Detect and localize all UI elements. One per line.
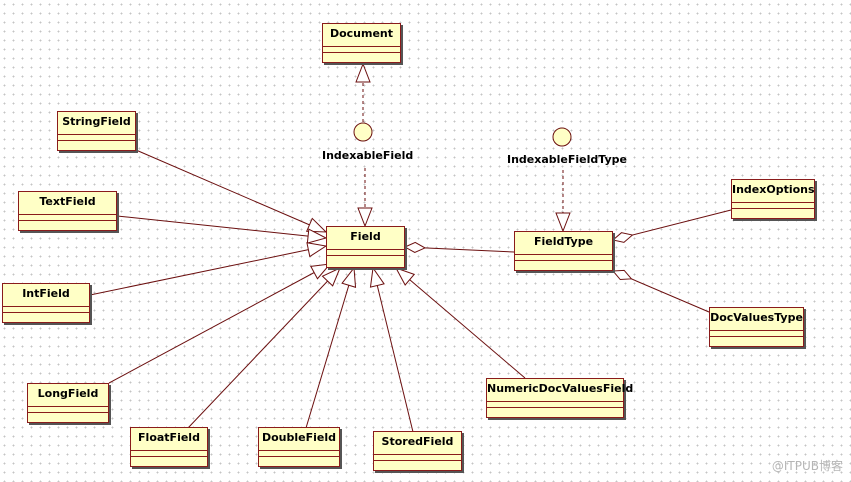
operations-compartment (710, 337, 803, 342)
indexablefieldtype-label: IndexableFieldType (507, 153, 627, 166)
attributes-compartment (487, 402, 623, 408)
indexablefield-label: IndexableField (322, 149, 414, 162)
watermark: @ITPUB博客 (771, 459, 843, 473)
class-name: Field (327, 227, 404, 250)
operations-compartment (131, 457, 207, 462)
operations-compartment (374, 461, 461, 466)
class-document[interactable]: Document (322, 23, 401, 63)
class-name: FieldType (515, 232, 612, 255)
operations-compartment (515, 261, 612, 266)
attributes-compartment (732, 203, 814, 209)
edge-stringfield-field (135, 149, 326, 232)
attributes-compartment (131, 451, 207, 457)
attributes-compartment (3, 307, 89, 313)
edge-fieldtype-docvaluestype (613, 271, 710, 313)
attributes-compartment (515, 255, 612, 261)
operations-compartment (487, 408, 623, 413)
edge-textfield-field (116, 215, 326, 238)
class-name: StringField (58, 112, 135, 135)
operations-compartment (732, 209, 814, 214)
class-name: DoubleField (259, 428, 339, 451)
attributes-compartment (28, 407, 108, 413)
attributes-compartment (259, 451, 339, 457)
class-name: FloatField (131, 428, 207, 451)
attributes-compartment (374, 455, 461, 461)
operations-compartment (28, 413, 108, 418)
class-name: LongField (28, 384, 108, 407)
edge-longfield-field (108, 264, 330, 384)
class-floatfield[interactable]: FloatField (130, 427, 208, 467)
edge-numericdocvaluesfield-field (396, 268, 526, 379)
operations-compartment (19, 221, 116, 226)
operations-compartment (259, 457, 339, 462)
class-name: IndexOptions (732, 180, 815, 203)
class-indexoptions[interactable]: IndexOptions (731, 179, 815, 219)
class-name: TextField (19, 192, 116, 215)
class-name: StoredField (374, 432, 461, 455)
edge-intfield-field (89, 246, 326, 296)
class-field[interactable]: Field (326, 226, 405, 268)
attributes-compartment (19, 215, 116, 221)
class-name: DocValuesType (710, 308, 803, 331)
class-name: IntField (3, 284, 89, 307)
attributes-compartment (58, 135, 135, 141)
class-storedfield[interactable]: StoredField (373, 431, 462, 471)
edge-floatfield-field (187, 268, 340, 429)
interface-indexablefield-icon[interactable] (353, 122, 373, 142)
attributes-compartment (710, 331, 803, 337)
class-name: NumericDocValuesField (487, 379, 633, 402)
class-textfield[interactable]: TextField (18, 191, 117, 231)
edge-fieldtype-indexoptions (613, 209, 732, 240)
class-longfield[interactable]: LongField (27, 383, 109, 423)
class-numericdocvaluesfield[interactable]: NumericDocValuesField (486, 378, 633, 418)
operations-compartment (327, 256, 404, 261)
class-fieldtype[interactable]: FieldType (514, 231, 613, 271)
operations-compartment (3, 313, 89, 318)
class-intfield[interactable]: IntField (2, 283, 90, 323)
class-name: Document (323, 24, 400, 47)
attributes-compartment (323, 47, 400, 53)
edge-doublefield-field (305, 268, 354, 429)
class-stringfield[interactable]: StringField (57, 111, 136, 151)
attributes-compartment (327, 250, 404, 256)
interface-indexablefieldtype-icon[interactable] (552, 127, 572, 147)
operations-compartment (58, 141, 135, 146)
operations-compartment (323, 53, 400, 58)
class-doublefield[interactable]: DoubleField (258, 427, 340, 467)
class-docvaluestype[interactable]: DocValuesType (709, 307, 804, 347)
edge-storedfield-field (373, 268, 414, 433)
edge-field-fieldtype (405, 247, 515, 252)
